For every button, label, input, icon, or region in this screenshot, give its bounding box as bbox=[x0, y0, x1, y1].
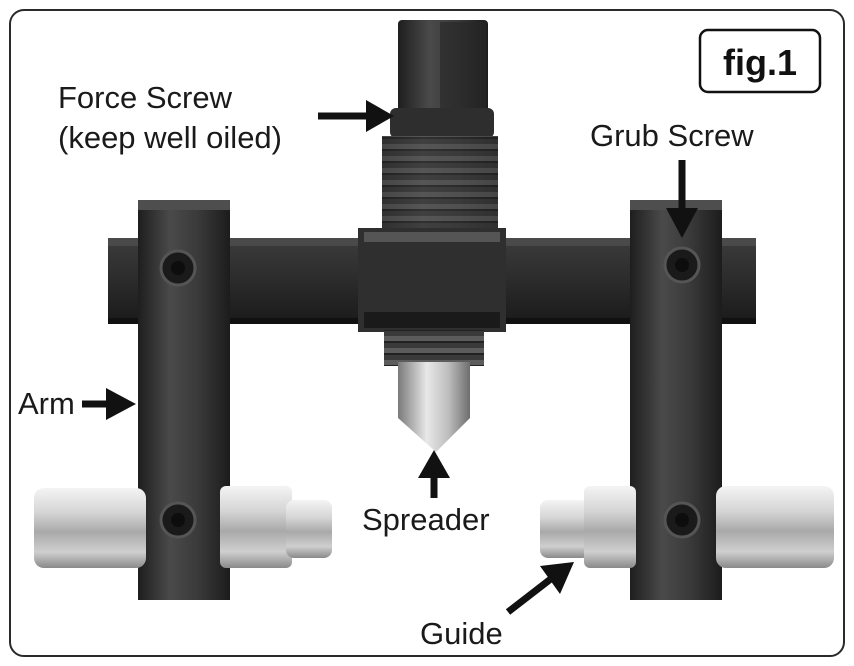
left-arm bbox=[138, 200, 230, 600]
spreader-arrow bbox=[418, 450, 450, 498]
grub-screw-label: Grub Screw bbox=[590, 118, 754, 153]
figure-badge: fig.1 bbox=[698, 28, 822, 94]
grub-screw-arrow bbox=[666, 160, 698, 238]
spreader bbox=[384, 330, 484, 452]
force-screw-label-line2: (keep well oiled) bbox=[58, 120, 282, 155]
guide-label: Guide bbox=[420, 616, 503, 651]
force-screw bbox=[382, 20, 498, 232]
centre-block bbox=[358, 228, 506, 332]
arm-arrow bbox=[82, 388, 136, 420]
figure-badge-text: fig.1 bbox=[723, 42, 797, 83]
force-screw-label-line1: Force Screw bbox=[58, 80, 233, 115]
force-screw-arrow bbox=[318, 100, 394, 132]
right-guide bbox=[540, 486, 834, 568]
guide-arrow bbox=[505, 562, 574, 615]
spreader-label: Spreader bbox=[362, 502, 490, 537]
left-guide bbox=[34, 486, 332, 568]
right-arm bbox=[630, 200, 722, 600]
arm-label: Arm bbox=[18, 386, 75, 421]
